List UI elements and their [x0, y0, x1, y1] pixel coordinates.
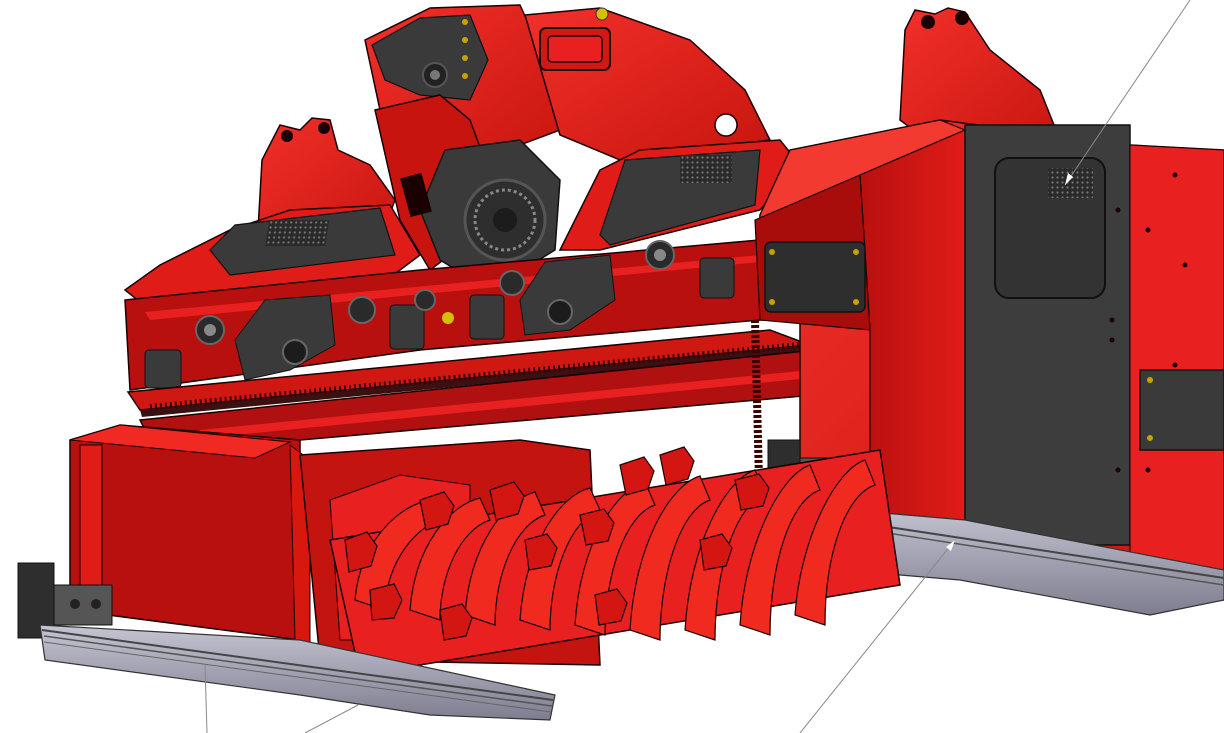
- leader-lines: [204, 0, 1191, 733]
- mulching-rotor: [329, 446, 901, 676]
- right-hood: [558, 139, 801, 251]
- leader-line-4: [799, 539, 956, 733]
- leader-arrow-4: [946, 540, 955, 551]
- leader-arrow-1: [1065, 173, 1073, 185]
- right-lift-ear: [899, 7, 1062, 151]
- bearing-units: [144, 240, 735, 389]
- leader-line-1: [1064, 0, 1191, 186]
- leader-line-2: [204, 664, 208, 733]
- right-side-housing: [759, 119, 1224, 601]
- central-drive-housing: [374, 94, 561, 291]
- rear-arch-plate: [524, 7, 772, 161]
- left-skid-plate: [39, 624, 556, 721]
- left-hood: [123, 204, 421, 311]
- leader-line-3: [304, 704, 359, 733]
